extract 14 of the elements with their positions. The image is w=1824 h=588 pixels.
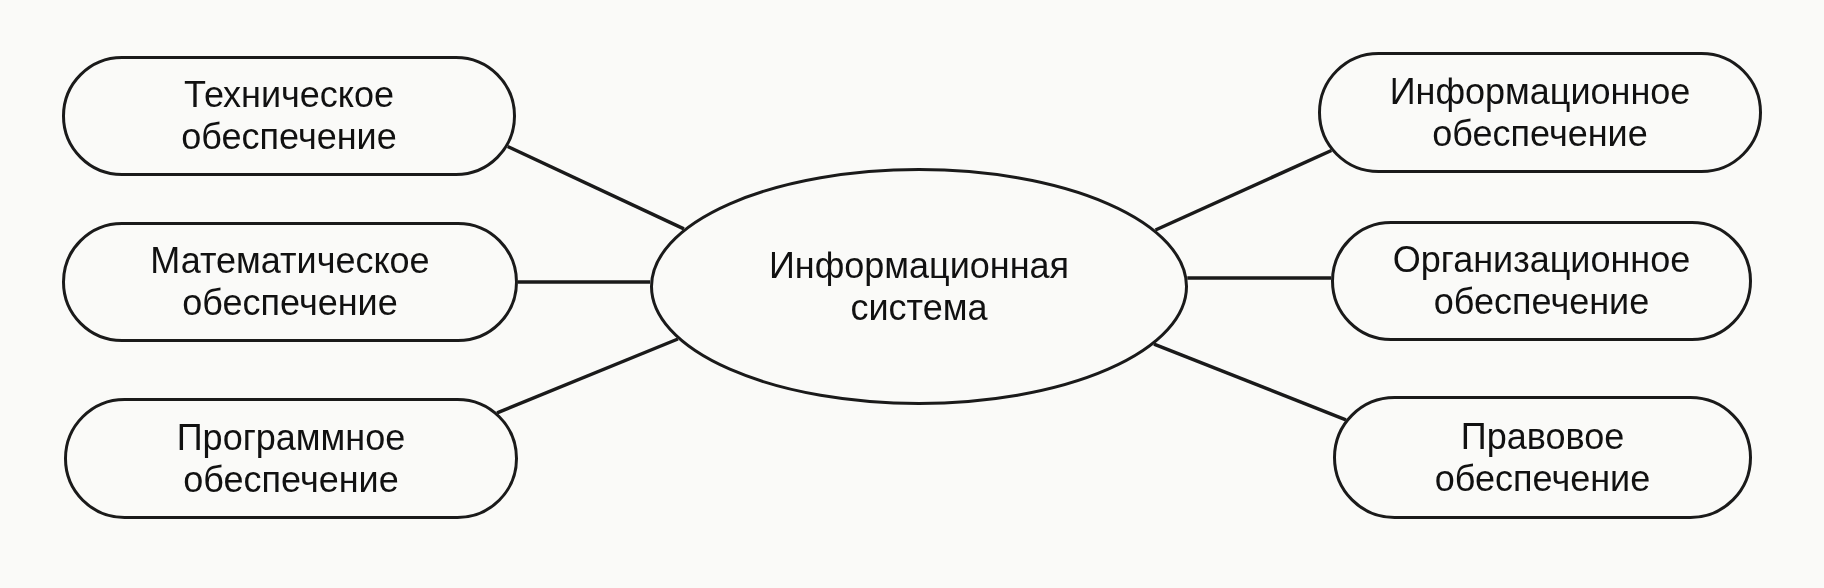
connector-line — [518, 280, 651, 284]
connector-line — [496, 337, 679, 415]
connector-line — [1153, 342, 1347, 422]
node-label: Информационное обеспечение — [1389, 70, 1691, 155]
node-label: Организационное обеспечение — [1392, 239, 1691, 323]
connector-line — [1154, 148, 1333, 232]
node-label: Правовое обеспечение — [1434, 415, 1651, 500]
connector-line — [506, 144, 685, 231]
connector-line — [1187, 276, 1332, 280]
node-label: Программное обеспечение — [176, 416, 406, 501]
node-label: Техническое обеспечение — [181, 74, 397, 158]
node-label: Информационная система — [768, 244, 1070, 329]
node-label: Математическое обеспечение — [150, 240, 430, 324]
central-ellipse — [650, 168, 1188, 405]
